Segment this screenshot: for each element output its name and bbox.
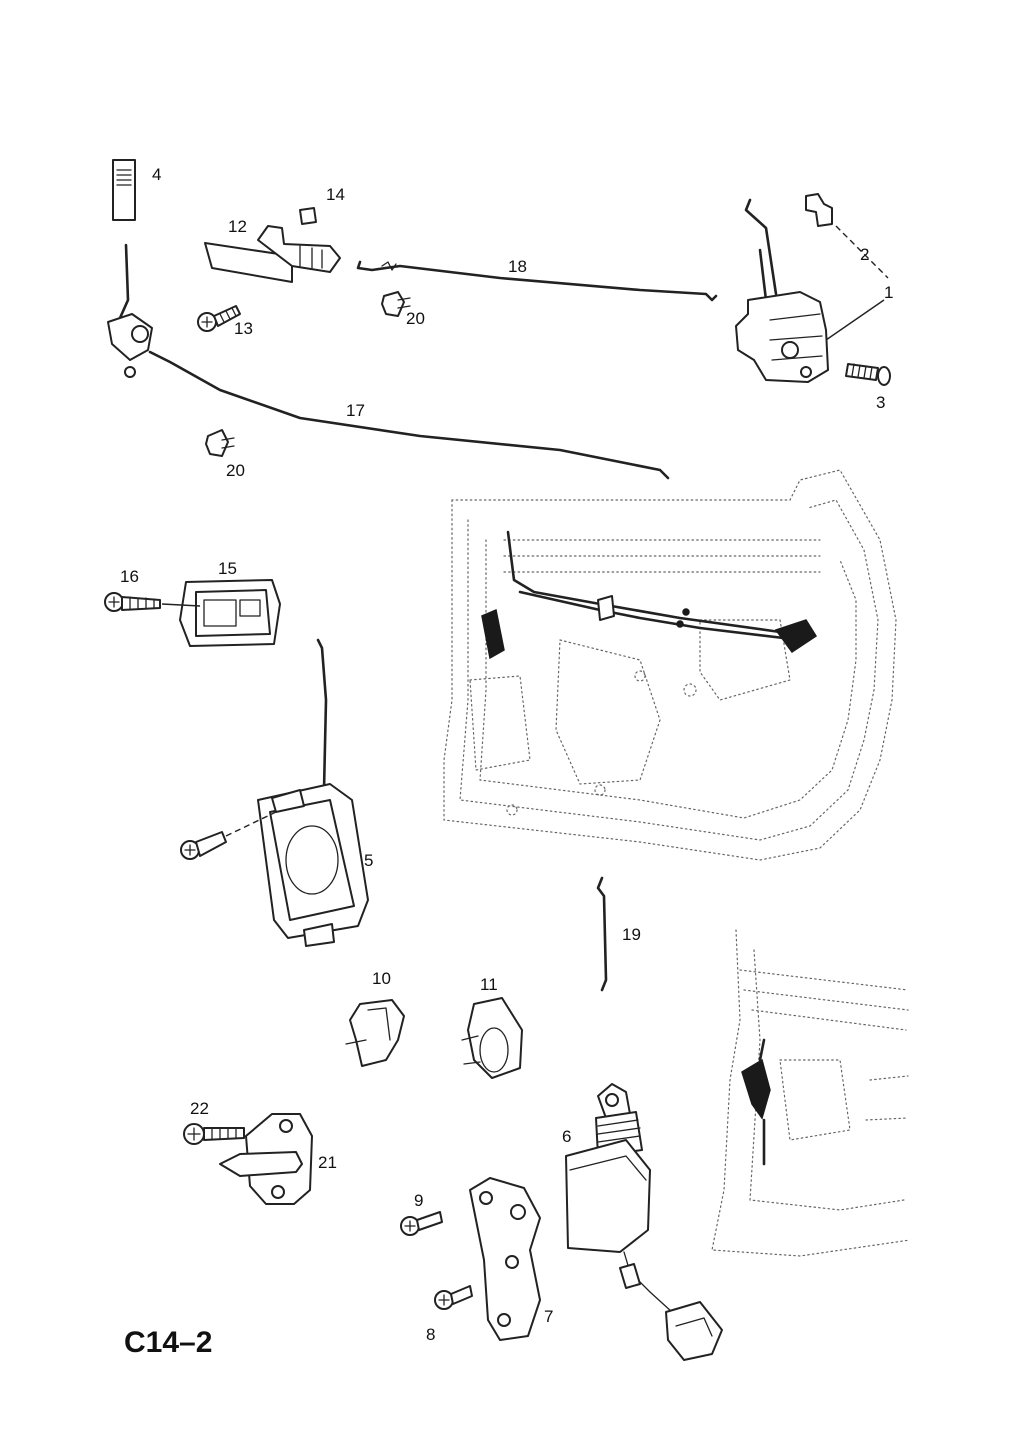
callout-12: 12	[228, 217, 247, 236]
part-19-rod	[596, 876, 608, 992]
callout-6: 6	[562, 1127, 571, 1146]
door-panel-outline	[443, 469, 897, 861]
callout-8: 8	[426, 1325, 435, 1344]
callout-15: 15	[218, 559, 237, 578]
door-section-detail	[711, 929, 911, 1257]
part-4-cover-cap	[112, 159, 136, 221]
callout-7: 7	[544, 1307, 553, 1326]
callout-21: 21	[318, 1153, 337, 1172]
callout-1: 1	[884, 283, 893, 302]
part-21-striker	[219, 1113, 313, 1205]
callout-10: 10	[372, 969, 391, 988]
rod-18	[356, 260, 718, 302]
callout-16: 16	[120, 567, 139, 586]
leader-lines	[825, 225, 889, 341]
part-1-door-lock	[735, 198, 829, 383]
part-22-screw	[183, 1123, 245, 1145]
callout-22: 22	[190, 1099, 209, 1118]
callout-13: 13	[234, 319, 253, 338]
callout-9: 9	[414, 1191, 423, 1210]
part-8-screw	[434, 1285, 473, 1310]
callout-19: 19	[622, 925, 641, 944]
callout-14: 14	[326, 185, 345, 204]
part-5-mounting-screw	[180, 811, 277, 860]
callout-20-upper: 20	[406, 309, 425, 328]
callout-18: 18	[508, 257, 527, 276]
left-lever-assembly	[107, 243, 670, 480]
part-20-clip-upper	[381, 291, 411, 317]
callout-3: 3	[876, 393, 885, 412]
part-7-bracket	[469, 1177, 541, 1341]
callout-20-lower: 20	[226, 461, 245, 480]
part-5-actuator-unit	[257, 638, 369, 947]
part-15-handle-bezel	[179, 579, 281, 647]
figure-code: C14–2	[124, 1326, 212, 1359]
callout-4: 4	[152, 165, 161, 184]
callout-5: 5	[364, 851, 373, 870]
callout-2: 2	[860, 245, 869, 264]
part-9-screw	[400, 1211, 443, 1236]
part-20-clip-lower	[205, 429, 235, 457]
part-16-screw	[104, 592, 201, 612]
part-12-inner-handle	[204, 207, 341, 283]
part-13-screw	[197, 305, 241, 332]
part-3-screw	[845, 363, 891, 386]
callout-17: 17	[346, 401, 365, 420]
part-11-clip	[461, 997, 523, 1079]
part-10-clip	[345, 999, 405, 1067]
part-6-lock-actuator	[565, 1083, 723, 1361]
callout-11: 11	[480, 975, 498, 994]
part-2-clip	[805, 193, 833, 227]
